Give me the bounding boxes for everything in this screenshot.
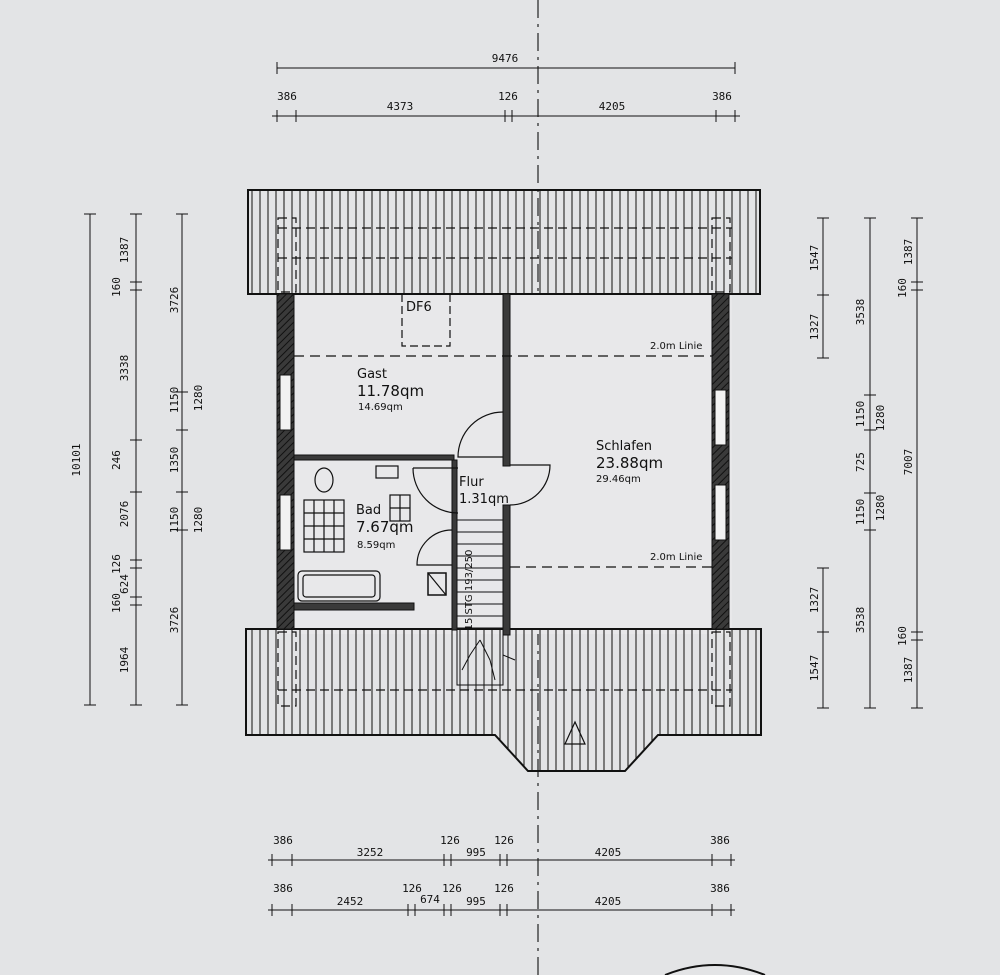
dim-left-b4: 1150: [168, 507, 181, 534]
line-label-bottom: 2.0m Linie: [650, 552, 702, 563]
dim-right-d5: 1387: [902, 657, 915, 684]
dim-left-b3: 1350: [168, 447, 181, 474]
dim-left-a1: 1387: [118, 237, 131, 264]
dim-left-c1: 1280: [192, 385, 205, 412]
room-schlafen-name: Schlafen: [596, 439, 652, 454]
heater-grid-icon: [389, 494, 411, 522]
dim-left-a4: 246: [110, 450, 123, 470]
room-flur-area: 1.31qm: [459, 492, 509, 507]
shower-grid-icon: [303, 499, 345, 553]
dim-right-b4: 1150: [854, 499, 867, 526]
top-dimensions: [272, 62, 740, 122]
dim-bot2-6: 995: [466, 895, 486, 908]
dim-top-3: 126: [498, 90, 518, 103]
dim-right-b2: 1150: [854, 401, 867, 428]
dim-left-b1: 3726: [168, 287, 181, 314]
dim-right-c1: 1280: [874, 405, 887, 432]
dim-bot1-4: 995: [466, 846, 486, 859]
dim-bot2-2: 2452: [337, 895, 364, 908]
dim-top-1: 386: [277, 90, 297, 103]
dim-bot1-3: 126: [440, 834, 460, 847]
shaft-icon: [427, 572, 447, 596]
dim-left-a7: 624: [118, 574, 131, 594]
dim-left-a3: 3338: [118, 355, 131, 382]
wall-left: [276, 293, 295, 630]
bathtub-icon: [297, 570, 381, 602]
dim-bot1-5: 126: [494, 834, 514, 847]
dim-bot2-7: 126: [494, 882, 514, 895]
staircase: [456, 519, 516, 686]
dim-bot2-5: 126: [442, 882, 462, 895]
dim-left-b5: 3726: [168, 607, 181, 634]
skylight-df6: [401, 293, 451, 347]
skylight-label: DF6: [406, 300, 432, 315]
dim-bot2-9: 386: [710, 882, 730, 895]
dim-left-b2: 1150: [168, 387, 181, 414]
stamp-edge: [664, 964, 766, 975]
toilet-icon: [314, 467, 334, 493]
bathroom-fixtures: [297, 465, 447, 602]
dim-left-total: 10101: [70, 443, 83, 476]
bottom-dimensions: [268, 854, 735, 916]
dim-bot1-1: 386: [273, 834, 293, 847]
dim-right-d2: 160: [896, 278, 909, 298]
dim-left-a5: 2076: [118, 501, 131, 528]
left-dimensions: [84, 213, 188, 706]
door-swings: [412, 411, 551, 566]
dim-top-total: 9476: [492, 52, 519, 65]
dim-right-b1: 3538: [854, 299, 867, 326]
roof-dashes: [277, 217, 732, 707]
room-bad-area2: 8.59qm: [357, 540, 395, 551]
roof-top: [247, 189, 761, 295]
room-gast-area2: 14.69qm: [358, 402, 403, 413]
room-schlafen-area: 23.88qm: [596, 454, 663, 472]
dim-right-b5: 3538: [854, 607, 867, 634]
two-meter-lines: [294, 355, 712, 568]
room-bad-area: 7.67qm: [356, 518, 414, 536]
dim-right-d3: 7007: [902, 449, 915, 476]
room-bad-name: Bad: [356, 503, 381, 518]
sink-icon: [375, 465, 399, 479]
dim-left-a8: 160: [110, 593, 123, 613]
dim-right-b3: 725: [854, 452, 867, 472]
dim-right-c2: 1280: [874, 495, 887, 522]
dim-right-a4: 1547: [808, 655, 821, 682]
room-schlafen-area2: 29.46qm: [596, 474, 641, 485]
windows: [279, 374, 727, 551]
dim-top-2: 4373: [387, 100, 414, 113]
dim-left-a6: 126: [110, 554, 123, 574]
dim-left-a9: 1964: [118, 646, 131, 673]
dim-bot2-1: 386: [273, 882, 293, 895]
dim-bot1-6: 4205: [595, 846, 622, 859]
dim-bot2-3: 126: [402, 882, 422, 895]
dim-bot2-4: 674: [420, 893, 440, 906]
dim-left-c2: 1280: [192, 507, 205, 534]
dim-right-a3: 1327: [808, 587, 821, 614]
room-gast-area: 11.78qm: [357, 382, 424, 400]
roof-bottom: [245, 628, 762, 772]
room-gast-name: Gast: [357, 367, 387, 382]
dim-bot1-7: 386: [710, 834, 730, 847]
dim-right-d4: 160: [896, 626, 909, 646]
dim-left-a2: 160: [110, 277, 123, 297]
arrow-marker-icon: [564, 720, 586, 745]
wall-right: [711, 293, 730, 630]
dim-right-a2: 1327: [808, 314, 821, 341]
line-label-top: 2.0m Linie: [650, 341, 702, 352]
dim-top-5: 386: [712, 90, 732, 103]
dim-top-4: 4205: [599, 100, 626, 113]
room-flur-name: Flur: [459, 475, 484, 490]
interior-walls: [293, 293, 511, 636]
dim-bot1-2: 3252: [357, 846, 384, 859]
dim-right-a1: 1547: [808, 245, 821, 272]
stair-label: 15 STG 193/250: [464, 550, 475, 631]
dim-right-d1: 1387: [902, 239, 915, 266]
right-dimensions: [817, 217, 923, 709]
dim-bot2-8: 4205: [595, 895, 622, 908]
